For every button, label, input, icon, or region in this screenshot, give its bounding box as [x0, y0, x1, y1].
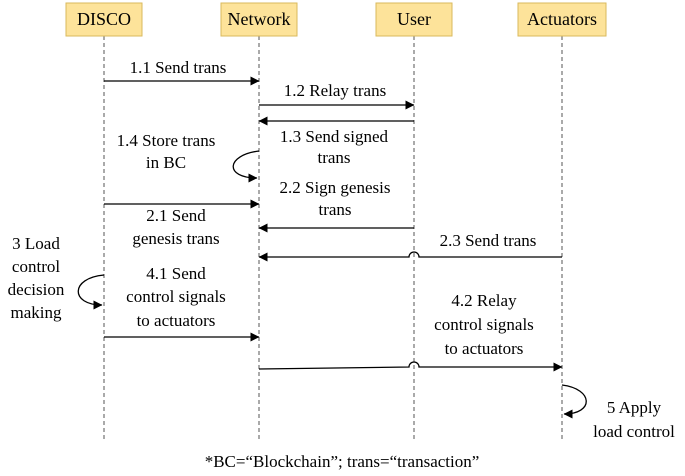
msg-2-1-label-line2: genesis trans	[132, 229, 219, 248]
actor-network-label: Network	[228, 9, 291, 29]
msg-4-2-arrow	[258, 361, 563, 372]
msg-3-label-line3: decision	[8, 280, 65, 299]
msg-4-2-label-line2: control signals	[434, 315, 534, 334]
msg-5-self-arrow	[561, 384, 587, 419]
msg-4-1-label-line3: to actuators	[137, 311, 216, 330]
msg-3-label-line4: making	[11, 303, 62, 322]
msg-1-1-label: 1.1 Send trans	[130, 58, 227, 77]
footnote: *BC=“Blockchain”; trans=“transaction”	[205, 452, 480, 471]
msg-3-label-line1: 3 Load	[12, 234, 60, 253]
msg-5-label-line1: 5 Apply	[607, 398, 662, 417]
msg-3-label-line2: control	[12, 257, 60, 276]
actor-disco: DISCO	[65, 2, 143, 37]
msg-4-2-label-line3: to actuators	[445, 339, 524, 358]
msg-2-2-label-line2: trans	[318, 200, 351, 219]
msg-5-label-line2: load control	[593, 422, 675, 441]
msg-4-1-label-line2: control signals	[126, 287, 226, 306]
msg-1-4-label-line1: 1.4 Store trans	[117, 131, 216, 150]
actor-actuators: Actuators	[517, 2, 607, 37]
actor-network: Network	[220, 2, 298, 37]
actor-disco-label: DISCO	[77, 9, 131, 29]
msg-2-1-label-line1: 2.1 Send	[146, 206, 206, 225]
msg-1-3-label-line1: 1.3 Send signed	[280, 127, 389, 146]
msg-1-4-self-arrow	[232, 150, 260, 183]
actor-user-label: User	[397, 9, 431, 29]
msg-1-2-label: 1.2 Relay trans	[284, 81, 386, 100]
msg-4-2-label-line1: 4.2 Relay	[451, 291, 517, 310]
msg-1-4-label-line2: in BC	[146, 153, 186, 172]
msg-1-3-label-line2: trans	[317, 148, 350, 167]
msg-2-3-label: 2.3 Send trans	[440, 231, 537, 250]
msg-2-3-arrow	[258, 251, 562, 262]
actor-user: User	[375, 2, 453, 37]
msg-4-1-label-line1: 4.1 Send	[146, 264, 206, 283]
actor-actuators-label: Actuators	[527, 9, 597, 29]
msg-3-self-arrow	[77, 274, 105, 310]
msg-2-2-label-line1: 2.2 Sign genesis	[280, 178, 391, 197]
